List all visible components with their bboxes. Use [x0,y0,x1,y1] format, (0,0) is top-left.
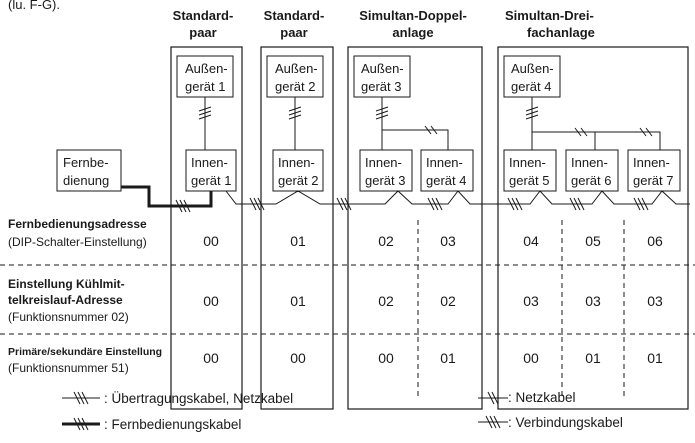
indoor-unit-2: Innen- gerät 2 [272,149,324,192]
indoor-unit-1-line1: Innen- [191,155,228,170]
group-1-title-line2: paar [189,25,216,40]
row-2-value-2: 01 [290,293,306,309]
row-2-value-5: 03 [523,293,539,309]
indoor-unit-7: Innen- gerät 7 [627,149,681,192]
row-3-values: 00 00 00 01 00 01 01 [203,350,663,366]
row-1-label-line3: (DIP-Schalter-Einstellung) [8,235,147,249]
outdoor-unit-1: Außen- gerät 1 [176,55,234,98]
transmission-cable [225,190,690,205]
outdoor-unit-4-line1: Außen- [511,61,554,76]
outdoor-unit-4: Außen- gerät 4 [503,55,561,98]
indoor-unit-1-line2: gerät 1 [191,173,231,188]
indoor-unit-3-line2: gerät 3 [365,173,405,188]
indoor-unit-2-line1: Innen- [278,155,315,170]
row-1-value-4: 03 [440,233,456,249]
indoor-unit-3: Innen- gerät 3 [359,149,413,192]
row-1-value-1: 00 [203,233,219,249]
indoor-unit-5: Innen- gerät 5 [503,149,557,192]
indoor-unit-5-line1: Innen- [509,155,546,170]
row-1-value-5: 04 [523,233,539,249]
remote-cable [121,185,213,208]
row-1-value-3: 02 [378,233,394,249]
group-frame-2 [260,46,334,410]
legend-transmission: : Übertragungskabel, Netzkabel [62,391,293,406]
row-2-values: 00 01 02 02 03 03 03 [203,293,663,309]
indoor-unit-7-line1: Innen- [633,155,670,170]
row-2-label: Einstellung Kühlmit- telkreislauf-Adress… [8,277,129,324]
row-3-value-1: 00 [203,350,219,366]
row-1-label: Fernbedienungsadresse (DIP-Schalter-Eins… [8,217,147,249]
indoor-unit-4-line2: gerät 4 [426,173,466,188]
indoor-unit-6-line1: Innen- [571,155,608,170]
outdoor-unit-3-line2: gerät 3 [361,79,401,94]
outdoor-unit-2-line2: gerät 2 [275,79,315,94]
group-2-title-line1: Standard- [264,8,325,23]
indoor-unit-4-line1: Innen- [426,155,463,170]
remote-line2: dienung [63,173,109,188]
indoor-unit-7-line2: gerät 7 [633,173,673,188]
outdoor-unit-1-line2: gerät 1 [185,79,225,94]
group-2-title-line2: paar [280,25,307,40]
row-1-label-line1: Fernbedienungsadresse [8,217,147,231]
indoor-unit-6: Innen- gerät 6 [565,149,619,192]
row-3-value-2: 00 [290,350,306,366]
remote-line1: Fernbe- [63,155,109,170]
row-3-label-line1: Primäre/sekundäre Einstellung [8,346,162,358]
outdoor-unit-2: Außen- gerät 2 [266,55,324,98]
group-4-title-line2: fachanlage [527,25,595,40]
row-2-value-7: 03 [647,293,663,309]
vertical-ticks [198,106,539,120]
indoor-unit-3-line1: Innen- [365,155,402,170]
top-note: (lu. F-G). [8,0,60,12]
row-1-value-2: 01 [290,233,306,249]
outdoor-unit-4-line2: gerät 4 [511,79,551,94]
legend-remote-cable: : Fernbedienungskabel [62,417,241,432]
outdoor-unit-3: Außen- gerät 3 [353,55,411,98]
legend-connection: : Verbindungskabel [478,415,623,430]
row-3-label: Primäre/sekundäre Einstellung (Funktions… [8,346,162,375]
group-4-title-line1: Simultan-Drei- [505,8,594,23]
row-3-label-line3: (Funktionsnummer 51) [8,361,129,375]
group-frame-4 [497,46,689,410]
row-2-label-line1: Einstellung Kühlmit- [8,277,125,291]
outdoor-unit-2-line1: Außen- [275,61,318,76]
legend-power: : Netzkabel [478,390,576,405]
legend-transmission-text: : Übertragungskabel, Netzkabel [104,391,293,406]
row-2-value-1: 00 [203,293,219,309]
group-1-title-line1: Standard- [173,8,234,23]
row-3-value-7: 01 [647,350,663,366]
outdoor-unit-3-line1: Außen- [361,61,404,76]
group-3-title-line2: anlage [392,25,433,40]
group-frame-1 [170,46,243,410]
row-3-value-4: 01 [440,350,456,366]
indoor-unit-4: Innen- gerät 4 [420,149,474,192]
indoor-unit-2-line2: gerät 2 [278,173,318,188]
indoor-unit-6-line2: gerät 6 [571,173,611,188]
row-2-value-3: 02 [378,293,394,309]
row-1-value-6: 05 [585,233,601,249]
group-frame-3 [347,46,483,410]
row-2-value-6: 03 [585,293,601,309]
row-3-value-5: 00 [523,350,539,366]
row-1-value-7: 06 [647,233,663,249]
row-1-values: 00 01 02 03 04 05 06 [203,233,663,249]
indoor-unit-5-line2: gerät 5 [509,173,549,188]
remote-control: Fernbe- dienung [56,149,122,192]
group-3-title-line1: Simultan-Doppel- [359,8,467,23]
row-2-label-line2: telkreislauf-Adresse [8,293,123,307]
row-3-value-3: 00 [378,350,394,366]
row-2-value-4: 02 [440,293,456,309]
legend-remote-cable-text: : Fernbedienungskabel [104,417,241,432]
row-2-label-line3: (Funktionsnummer 02) [8,310,129,324]
legend-power-text: : Netzkabel [508,390,576,405]
row-3-value-6: 01 [585,350,601,366]
indoor-unit-1: Innen- gerät 1 [185,149,237,192]
legend-connection-text: : Verbindungskabel [508,415,623,430]
outdoor-unit-1-line1: Außen- [185,61,228,76]
